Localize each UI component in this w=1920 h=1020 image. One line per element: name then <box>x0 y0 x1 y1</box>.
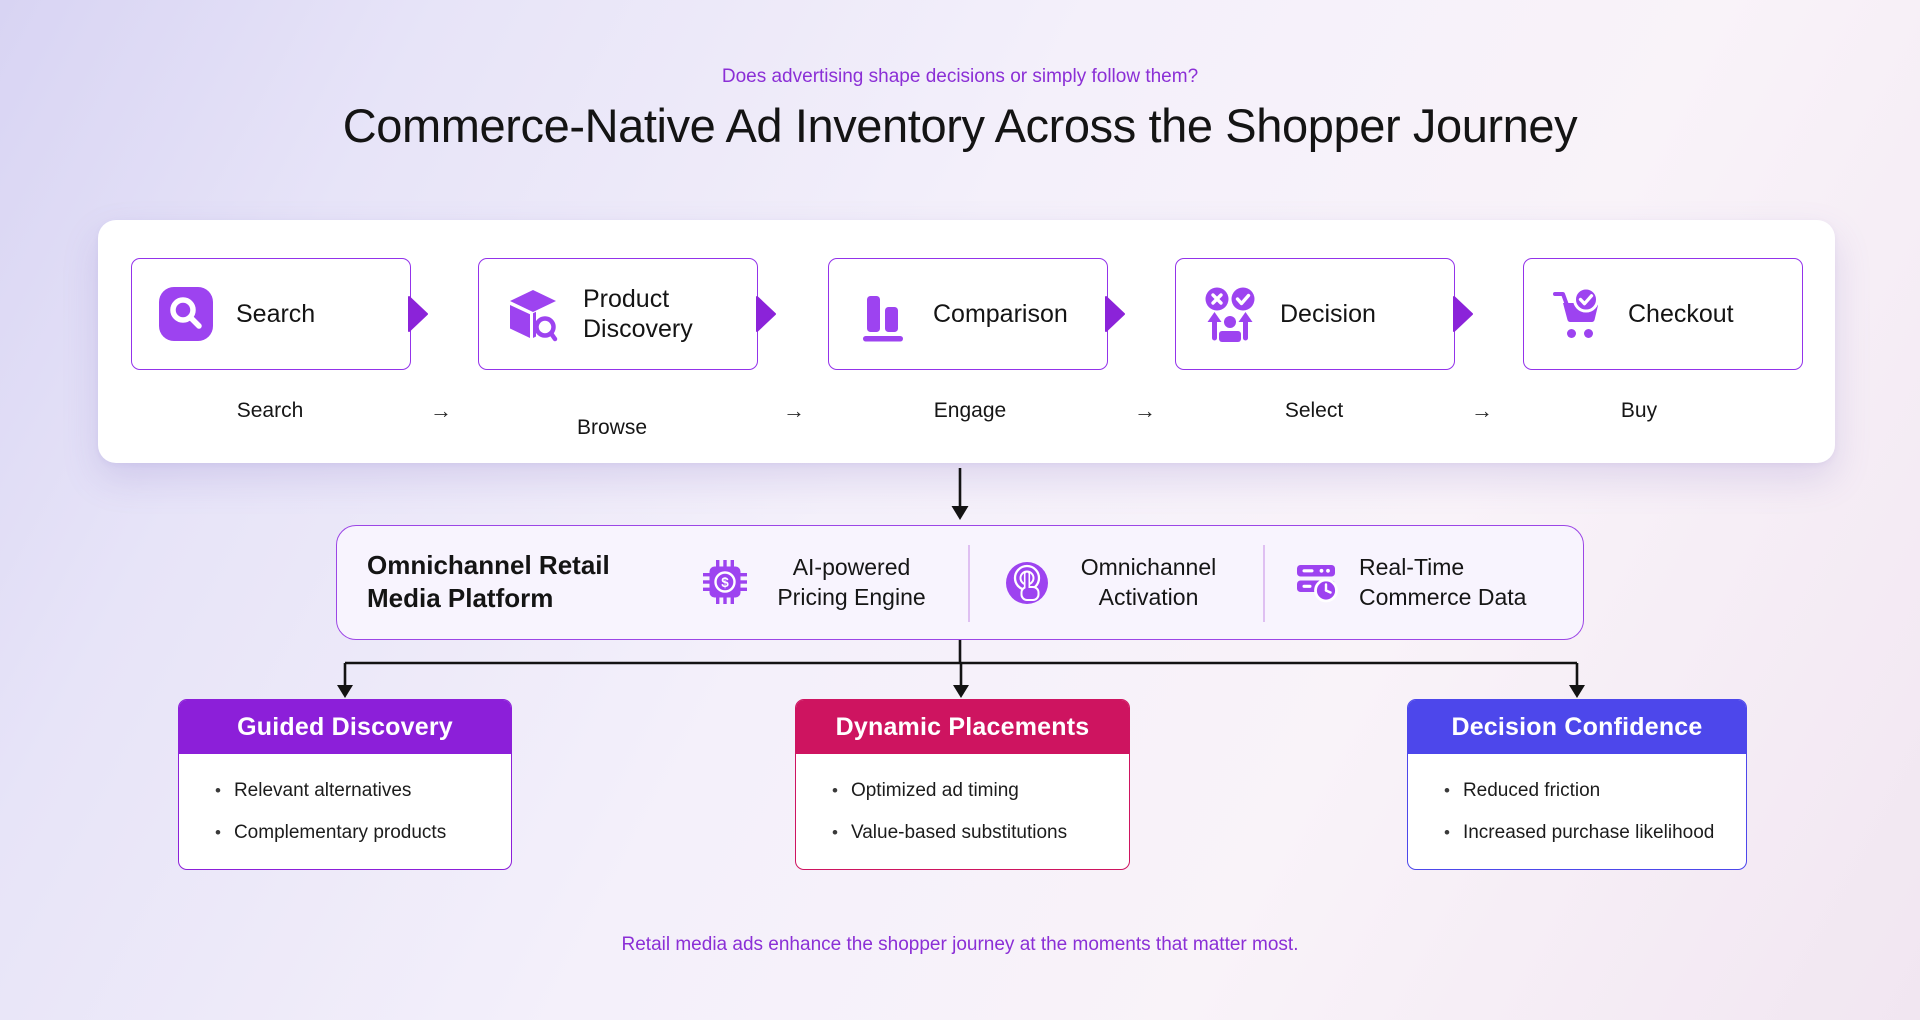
bullet-dot: • <box>215 823 221 842</box>
page-subtitle: Does advertising shape decisions or simp… <box>721 66 1199 87</box>
touch-activation-icon <box>1003 558 1051 606</box>
divider <box>1263 545 1265 622</box>
outcome-card-dynamic-placements: Dynamic Placements • Optimized ad timing… <box>795 699 1130 870</box>
flow-arrow: → <box>783 398 805 423</box>
stage-label: Product Discovery <box>583 285 693 343</box>
flow-label-search: Search <box>236 399 304 422</box>
stage-box-comparison: Comparison <box>828 258 1108 370</box>
flow-arrow: → <box>1471 398 1493 423</box>
stage-box-checkout: Checkout <box>1523 258 1803 370</box>
outcome-item-label: Complementary products <box>233 822 447 843</box>
stage-arrow-icon <box>1453 296 1473 332</box>
list-item: • Relevant alternatives <box>215 780 501 802</box>
feature-label: Omnichannel Activation <box>1080 554 1217 610</box>
flow-label-browse: Browse <box>576 416 648 439</box>
decision-choice-icon <box>1202 286 1258 342</box>
stage-label: Decision <box>1280 300 1376 328</box>
divider <box>968 545 970 622</box>
outcome-item-label: Value-based substitutions <box>850 822 1068 843</box>
search-icon <box>158 286 214 342</box>
comparison-bars-icon <box>855 286 911 342</box>
outcome-header: Guided Discovery <box>179 700 511 754</box>
cart-check-icon <box>1550 286 1606 342</box>
outcome-body: • Reduced friction • Increased purchase … <box>1408 754 1746 844</box>
outcome-header: Dynamic Placements <box>796 700 1129 754</box>
outcome-body: • Relevant alternatives • Complementary … <box>179 754 511 844</box>
list-item: • Value-based substitutions <box>832 822 1119 844</box>
bullet-dot: • <box>215 781 221 800</box>
flow-arrow: → <box>430 398 452 423</box>
svg-text:$: $ <box>721 575 729 590</box>
bullet-dot: • <box>1444 781 1450 800</box>
platform-title: Omnichannel Retail Media Platform <box>367 550 610 613</box>
bullet-dot: • <box>832 823 838 842</box>
outcome-item-label: Increased purchase likelihood <box>1462 822 1715 843</box>
flow-label-engage: Engage <box>933 399 1007 422</box>
stage-box-search: Search <box>131 258 411 370</box>
feature-label: AI-powered Pricing Engine <box>777 554 926 610</box>
server-clock-icon <box>1293 558 1341 606</box>
stage-label: Checkout <box>1628 300 1734 328</box>
flow-label-select: Select <box>1284 399 1344 422</box>
outcome-header: Decision Confidence <box>1408 700 1746 754</box>
page-title: Commerce-Native Ad Inventory Across the … <box>342 99 1578 152</box>
flow-label-buy: Buy <box>1620 399 1658 422</box>
bullet-dot: • <box>1444 823 1450 842</box>
list-item: • Increased purchase likelihood <box>1444 822 1736 844</box>
outcome-item-label: Optimized ad timing <box>850 780 1019 801</box>
outcome-card-guided-discovery: Guided Discovery • Relevant alternatives… <box>178 699 512 870</box>
stage-label: Search <box>236 300 316 328</box>
footer-note: Retail media ads enhance the shopper jou… <box>621 934 1299 955</box>
list-item: • Complementary products <box>215 822 501 844</box>
outcome-body: • Optimized ad timing • Value-based subs… <box>796 754 1129 844</box>
stage-box-product-discovery: Product Discovery <box>478 258 758 370</box>
chip-dollar-icon: $ <box>701 558 749 606</box>
stage-arrow-icon <box>1105 296 1125 332</box>
stage-arrow-icon <box>408 296 428 332</box>
flow-arrow: → <box>1134 398 1156 423</box>
stage-arrow-icon <box>756 296 776 332</box>
bullet-dot: • <box>832 781 838 800</box>
list-item: • Reduced friction <box>1444 780 1736 802</box>
outcome-card-decision-confidence: Decision Confidence • Reduced friction •… <box>1407 699 1747 870</box>
stage-label: Comparison <box>933 300 1068 328</box>
platform-panel: Omnichannel Retail Media Platform $ AI-p… <box>336 525 1584 640</box>
tree-connector <box>337 640 1585 698</box>
outcome-item-label: Reduced friction <box>1462 780 1601 801</box>
feature-label: Real-Time Commerce Data <box>1359 554 1527 610</box>
down-arrow-icon <box>951 468 969 520</box>
outcome-item-label: Relevant alternatives <box>233 780 412 801</box>
product-discovery-icon <box>505 286 561 342</box>
list-item: • Optimized ad timing <box>832 780 1119 802</box>
stage-box-decision: Decision <box>1175 258 1455 370</box>
